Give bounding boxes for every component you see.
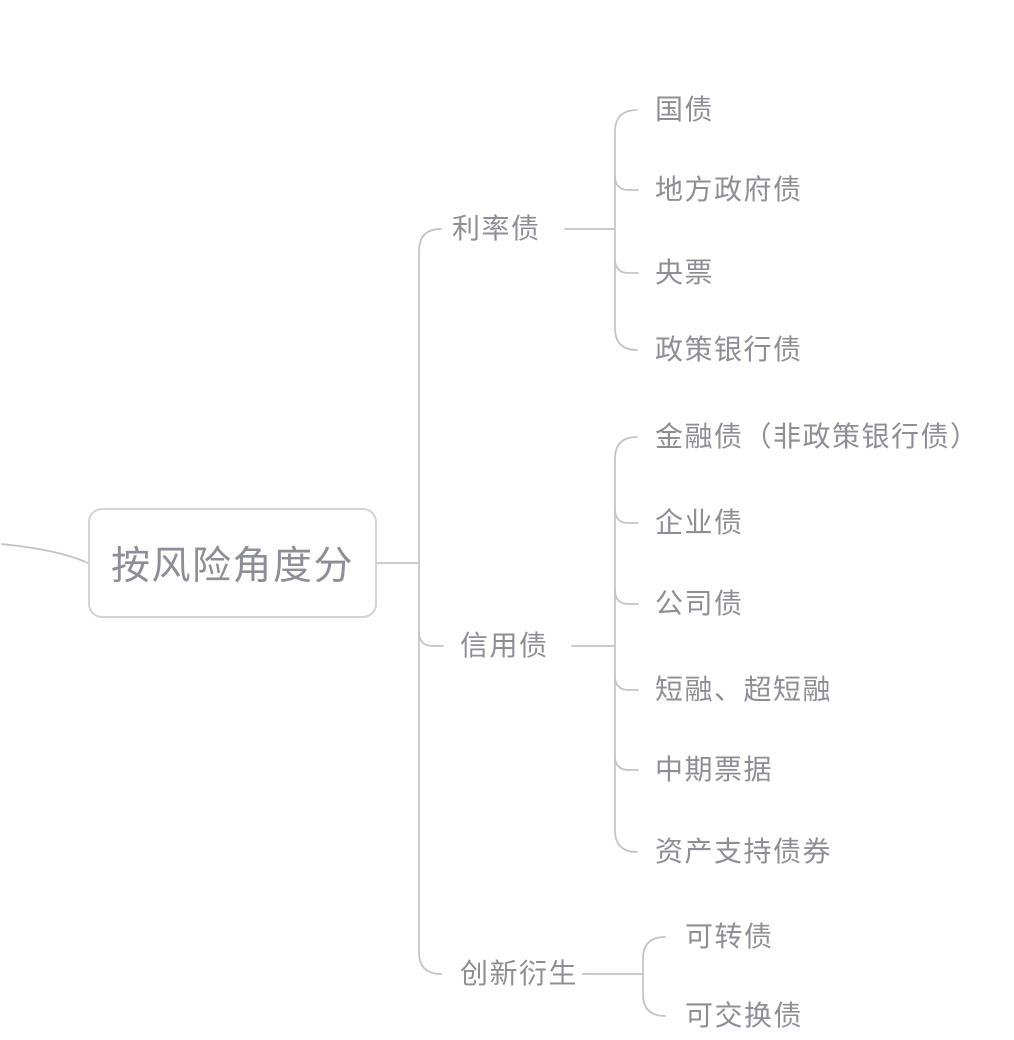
connector-trunk-to-credit-branch: [418, 631, 444, 647]
root-node-label: 按风险角度分: [110, 545, 354, 588]
connector-child-enterprise-bonds: [614, 508, 639, 524]
child-node-exchangeable-bonds[interactable]: 可交换债: [685, 1000, 804, 1031]
child-node-central-bank-bills[interactable]: 央票: [655, 257, 715, 288]
connector-child-corporate-bonds: [614, 589, 639, 605]
child-node-treasury-bonds[interactable]: 国债: [655, 94, 715, 125]
connector-innovation-subtrunk: [642, 936, 666, 1017]
child-node-asset-backed-securities[interactable]: 资产支持债券: [655, 836, 833, 867]
child-node-enterprise-bonds[interactable]: 企业债: [655, 507, 744, 538]
connector-child-central-bank-bills: [614, 258, 639, 274]
child-node-medium-term-notes[interactable]: 中期票据: [655, 754, 774, 785]
connector-main-trunk: [418, 228, 442, 975]
child-node-convertible-bonds[interactable]: 可转债: [685, 921, 774, 952]
branch-node-interest-rate-bonds[interactable]: 利率债: [452, 213, 541, 244]
connector-interest-subtrunk: [614, 109, 638, 351]
root-node[interactable]: 按风险角度分: [88, 508, 377, 618]
connector-child-medium-term-notes: [614, 755, 639, 771]
connector-credit-subtrunk: [614, 436, 638, 853]
child-node-corporate-bonds[interactable]: 公司债: [655, 588, 744, 619]
connector-left-leader: [1, 543, 89, 564]
connector-child-short-term-financing: [614, 675, 639, 691]
connector-child-local-government-bonds: [614, 175, 639, 191]
child-node-policy-bank-bonds[interactable]: 政策银行债: [655, 334, 803, 365]
branch-node-innovation-derivatives[interactable]: 创新衍生: [460, 958, 579, 989]
child-node-local-government-bonds[interactable]: 地方政府债: [655, 174, 803, 205]
branch-node-credit-bonds[interactable]: 信用债: [460, 630, 549, 661]
child-node-financial-bonds[interactable]: 金融债（非政策银行债）: [655, 421, 980, 452]
child-node-short-term-financing[interactable]: 短融、超短融: [655, 674, 833, 705]
